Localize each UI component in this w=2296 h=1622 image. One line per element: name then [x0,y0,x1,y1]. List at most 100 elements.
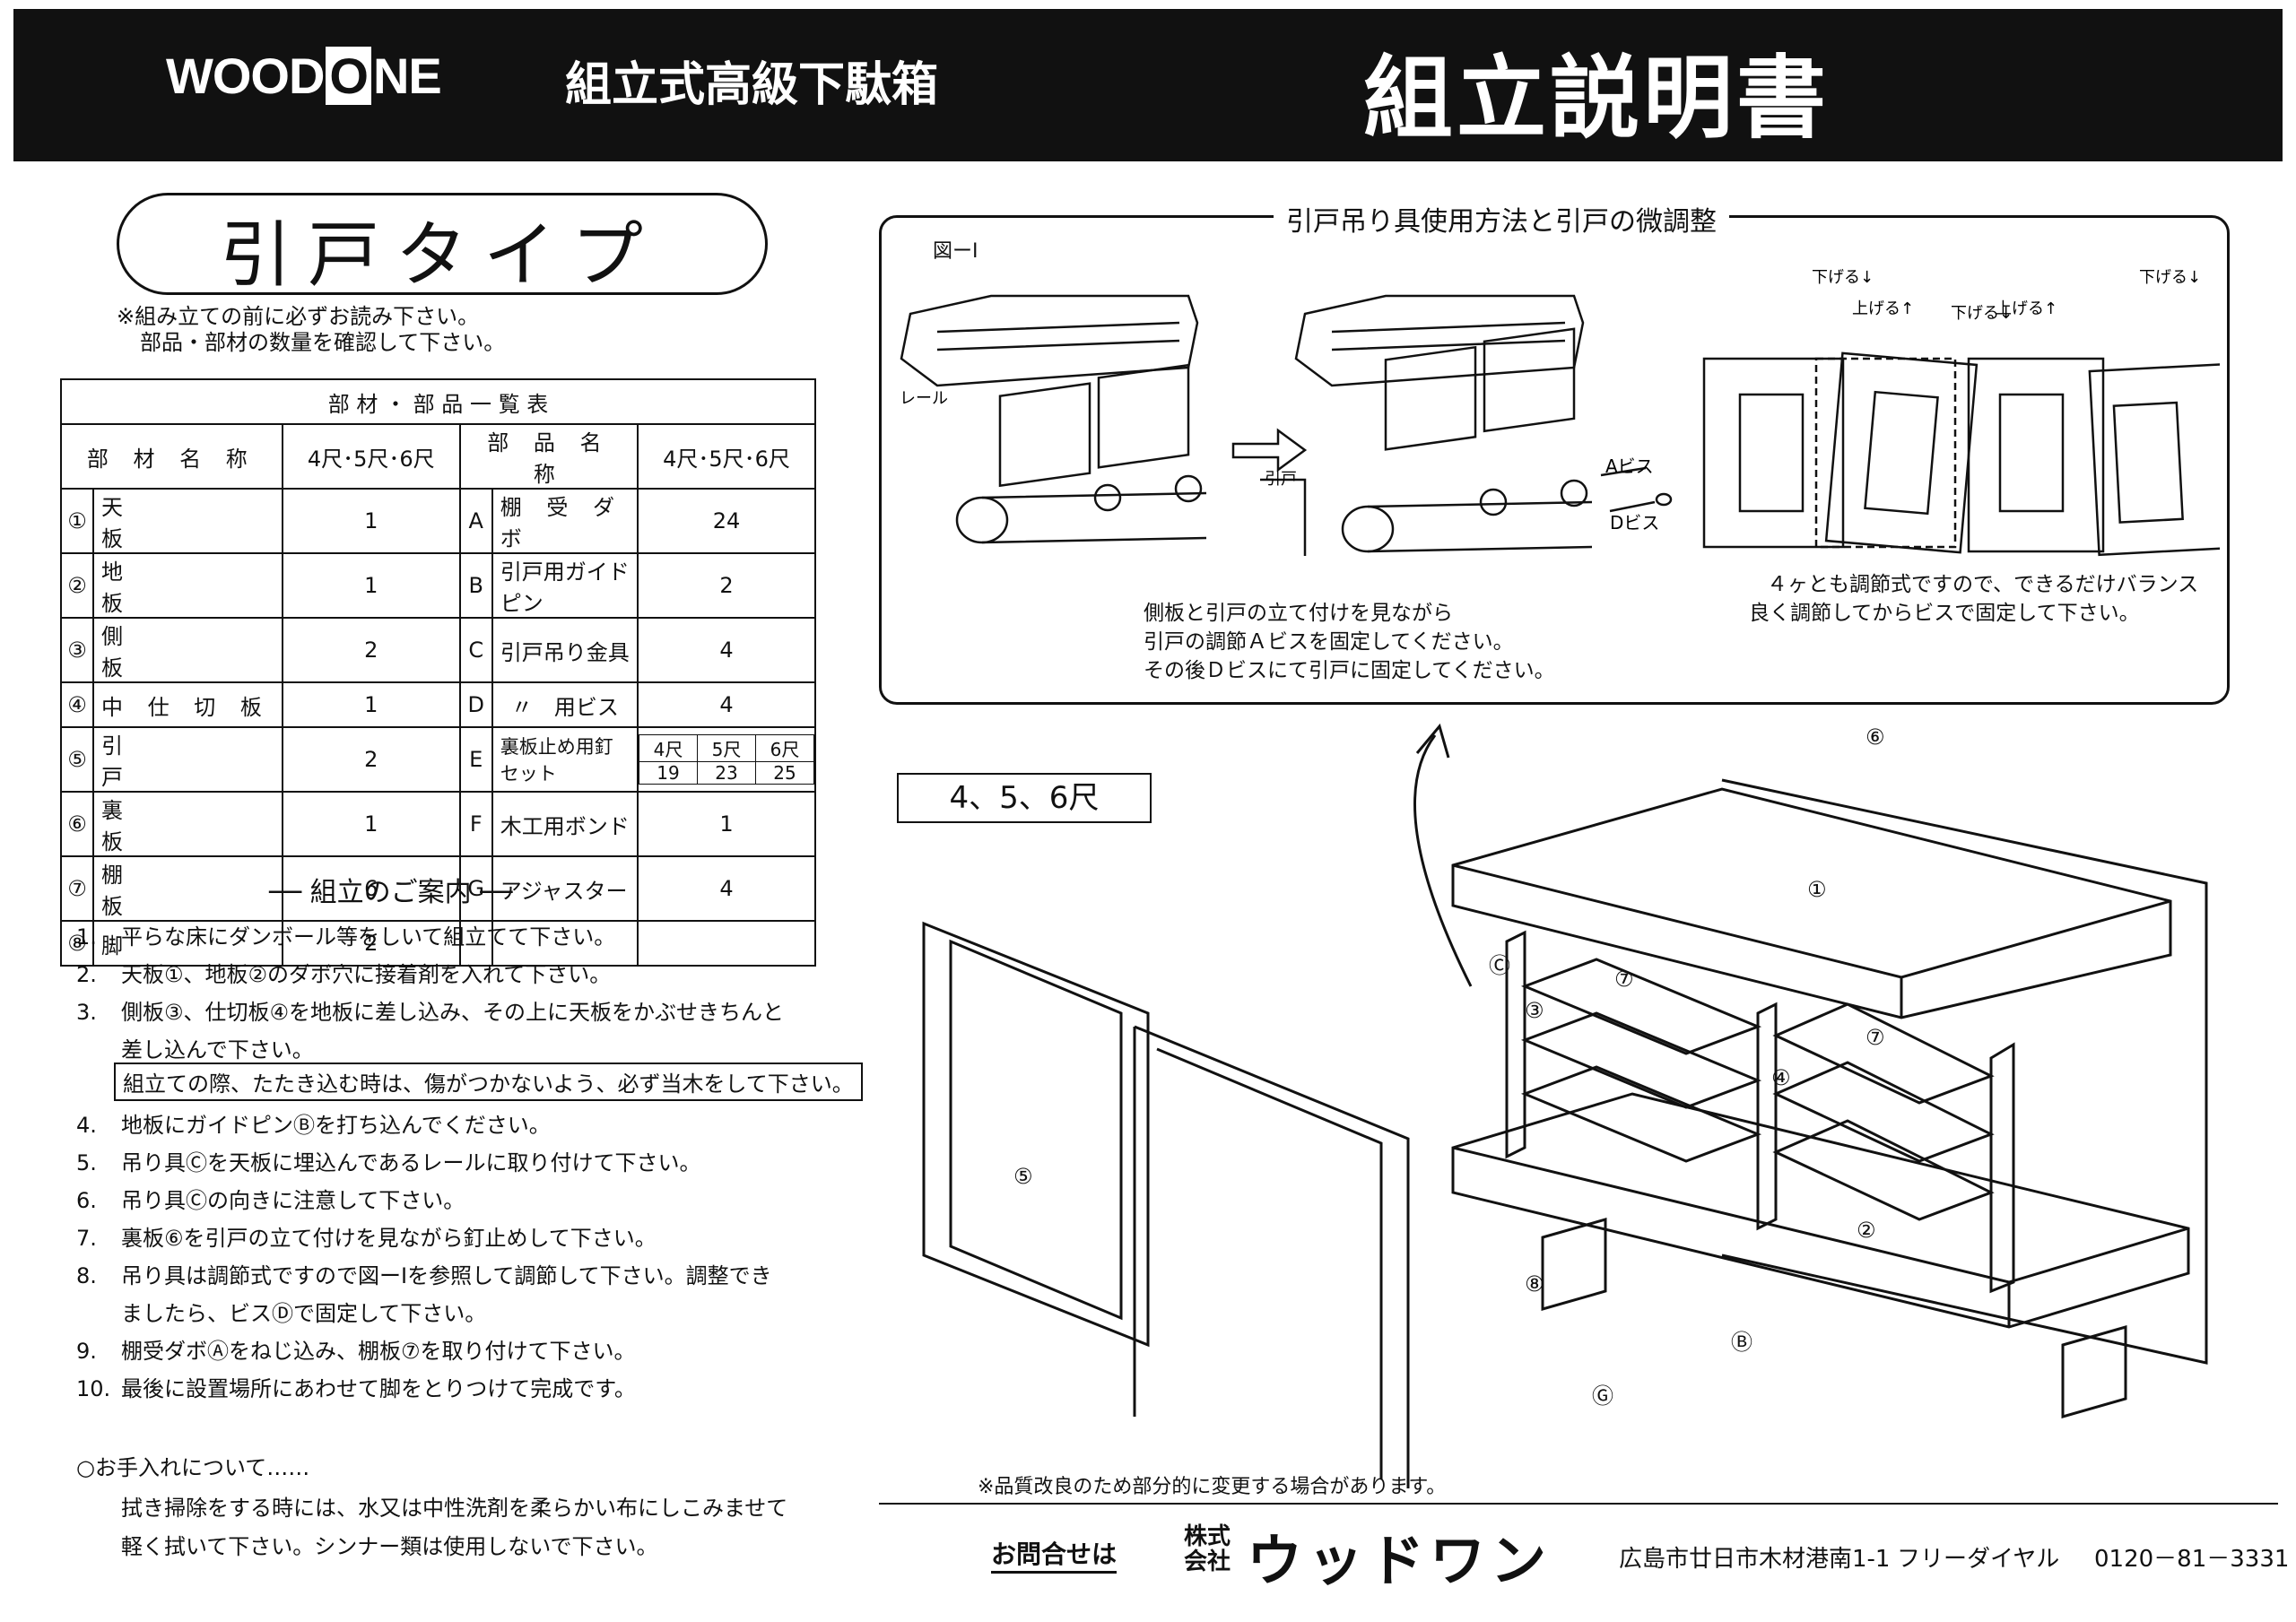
step-10: 10.最後に設置場所にあわせて脚をとりつけて完成です。 [76,1376,636,1401]
lower-label-2: 下げる↓ [1951,304,2013,323]
label-side-board: ③ [1525,998,1544,1023]
material-qty: 1 [281,488,461,554]
care-title: ○お手入れについて…… [76,1455,310,1480]
part-name: 棚 受 ダ ボ [491,488,639,554]
step-4: 4.地板にガイドピンⒷを打ち込んでください。 [76,1113,551,1138]
header-material-name: 部 材 名 称 [60,423,283,490]
material-qty: 6 [281,855,461,922]
footer-divider [879,1503,2278,1505]
d-screw-label: Dビス [1610,512,1659,533]
label-shelf-right: ⑦ [1866,1025,1885,1050]
step-1: 1.平らな床にダンボール等をしいて組立てて下さい。 [76,924,616,950]
row-num: ⑧ [60,920,94,967]
material-name: 引 戸 [92,726,283,793]
header-part-qty: 4尺･5尺･6尺 [637,423,816,490]
phone-number: 0120－81－3331 [2094,1546,2290,1573]
part-qty: 1 [637,791,816,857]
part-qty: 4 [637,681,816,728]
material-name: 中 仕 切 板 [92,681,283,728]
material-name: 裏 板 [92,791,283,857]
part-name: アジャスター [491,855,639,922]
part-code: G [458,855,493,922]
assembly-guide-title: ── 組立のご案内 ── [269,877,513,908]
material-name: 棚 板 [92,855,283,922]
qty-4: 19 [639,761,698,785]
step-3-cont: 差し込んで下さい。 [121,1037,314,1063]
step-7: 7.裏板⑥を引戸の立て付けを見ながら釘止めして下さい。 [76,1226,657,1251]
rail-label: レール [900,389,948,408]
care-line-2: 軽く拭いて下さい。シンナー類は使用しないで下さい。 [121,1534,658,1559]
part-code: A [458,488,493,554]
label-back-panel: ⑥ [1866,724,1885,750]
parts-table-title: 部 材 ・ 部 品 一 覧 表 [60,378,816,425]
part-qty [637,920,816,967]
size-6: 6尺 [755,734,814,762]
header-bar [13,9,2283,161]
part-code: B [458,552,493,619]
qty-5: 23 [697,761,756,785]
material-name: 地 板 [92,552,283,619]
part-name: 裏板止め用釘セット [491,726,639,793]
free-dial-label: フリーダイヤル [1897,1546,2060,1573]
lower-label-1: 下げる↓ [1812,268,1874,287]
door-label: 引戸 [1265,470,1297,489]
part-code: D [458,681,493,728]
raise-label-1: 上げる↑ [1852,299,1914,318]
material-qty: 2 [281,726,461,793]
material-qty: 2 [281,617,461,683]
row-num: ② [60,552,94,619]
material-qty: 1 [281,552,461,619]
material-qty: 1 [281,681,461,728]
row-num: ① [60,488,94,554]
step-8: 8.吊り具は調節式ですので図ーⅠを参照して調節して下さい。調整でき [76,1263,772,1288]
row-num: ⑥ [60,791,94,857]
step-8-cont: ましたら、ビスⒹで固定して下さい。 [121,1301,487,1326]
label-bottom-board: ② [1857,1218,1876,1243]
part-qty: 4 [637,855,816,922]
lower-label-3: 下げる↓ [2139,268,2201,287]
adjustment-diagram-title: 引戸吊り具使用方法と引戸の微調整 [1274,199,1729,239]
company-type: 株式会社 [1184,1523,1231,1575]
hanger-illustration: レール 引戸 Aビス Dビス 下げる↓ 上げる↑ 下げる↓ 上げる↑ 下げる↓ [900,268,2220,557]
quality-note: ※品質改良のため部分的に変更する場合があります。 [978,1476,1447,1498]
step-9: 9.棚受ダボⒶをねじ込み、棚板⑦を取り付けて下さい。 [76,1339,636,1364]
parts-table: 部 材 ・ 部 品 一 覧 表 部 材 名 称 4尺･5尺･6尺 部 品 名 称… [60,378,816,967]
figure-label: 図ーⅠ [933,240,978,263]
product-name: 組立式高級下駄箱 [565,58,939,112]
document-title: 組立説明書 [1363,46,1830,151]
inquiry-label: お問合せは [991,1535,1118,1574]
header-part-name: 部 品 名 称 [458,423,639,490]
material-qty: 1 [281,791,461,857]
step-3: 3.側板③、仕切板④を地板に差し込み、その上に天板をかぶせきちんと [76,1000,785,1025]
company-address: 広島市廿日市木材港南1-1 [1619,1546,1891,1573]
size-5: 5尺 [697,734,756,762]
part-name: 引戸用ガイドピン [491,552,639,619]
part-name: 木工用ボンド [491,791,639,857]
part-name [491,920,639,967]
step-2: 2.天板①、地板②のダボ穴に接着剤を入れて下さい。 [76,962,612,987]
material-name: 脚 [92,920,283,967]
raise-label-2: 上げる↑ [1996,299,2057,318]
step-6: 6.吊り具Ⓒの向きに注意して下さい。 [76,1188,465,1213]
material-name: 側 板 [92,617,283,683]
part-code [458,920,493,967]
qty-6: 25 [755,761,814,785]
part-qty: 24 [637,488,816,554]
check-parts-note: 部品・部材の数量を確認して下さい。 [140,330,506,355]
label-guide-pin: Ⓑ [1731,1330,1752,1355]
caution-box: 組立ての際、たたき込む時は、傷がつかないよう、必ず当木をして下さい。 [114,1063,863,1101]
part-code: C [458,617,493,683]
label-shelf-left: ⑦ [1614,967,1634,992]
company-name: ウッドワン [1247,1528,1552,1593]
material-name: 天 板 [92,488,283,554]
part-name: 引戸吊り金具 [491,617,639,683]
label-adjuster: Ⓖ [1592,1383,1613,1409]
